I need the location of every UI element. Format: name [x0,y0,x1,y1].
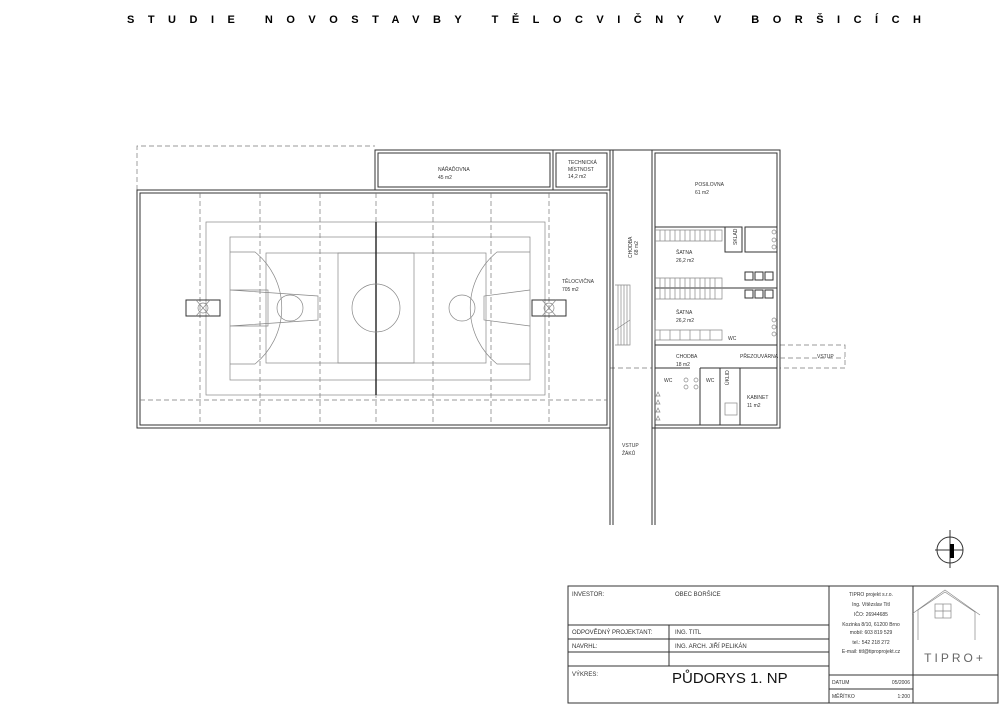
room-label-vstup: VSTUP [817,354,834,360]
tipro-logo-icon: TIPRO+ [911,589,986,665]
room-area-posilovna: 61 m2 [695,190,709,196]
room-label-wc-1: WC [664,378,673,384]
title-block [567,585,999,704]
projektant-label: ODPOVĚDNÝ PROJEKTANT: [572,628,653,636]
company-line: IČO: 26944685 [854,611,888,618]
room-label-chodba-68: CHODBA [628,236,634,258]
room-label-wc-3: WC [728,336,737,342]
basketball-court [185,221,567,396]
room-label-telocvicna: TĚLOCVIČNA [562,277,595,285]
room-label-satna-1: ŠATNA [676,249,693,256]
room-label-chodba-18: CHODBA [676,354,698,360]
company-line: E-mail: titl@tiproprojekt.cz [842,649,901,655]
vykres-label: VÝKRES: [572,671,598,678]
north-arrow-icon [935,530,964,568]
room-label-sklad: SKLAD [733,228,739,245]
drawing-title: STUDIE NOVOSTAVBY TĚLOCVIČNY V BORŠICÍCH [127,13,935,26]
room-label-naradovna: NÁŘAĎOVNA [438,165,470,173]
room-label-vstup-zaku: VSTUP [622,443,639,449]
facilities-block [651,149,845,429]
navrhl-label: NAVRHL: [572,644,598,650]
room-area-satna-1: 26,2 m2 [676,258,694,264]
room-label-satna-2: ŠATNA [676,309,693,316]
vykres-value: PŮDORYS 1. NP [672,669,788,687]
room-area-technicka: 14,2 m2 [568,174,586,180]
basket-right-icon [531,299,567,317]
room-label-wc-2: WC [706,378,715,384]
navrhl-value: ING. ARCH. JIŘÍ PELIKÁN [675,642,747,650]
room-label-prezouvarna: PŘEZOUVÁRNA [740,352,779,360]
investor-value: OBEC BORŠICE [675,591,721,598]
basket-left-icon [185,299,221,317]
projektant-value: ING. TITL [675,630,702,636]
room-label-vstup-zaku-2: ŽÁKŮ [622,449,636,457]
room-label-technicka-2: MÍSTNOST [568,166,594,173]
toilet-icons [655,229,777,421]
company-line: tel.: 542 218 272 [852,640,889,646]
company-line: mobil: 603 819 529 [850,630,893,636]
shower-icons [744,271,774,299]
room-area-kabinet: 11 m2 [747,403,761,409]
meritko-value: 1:200 [897,694,910,700]
meritko-label: MĚŘÍTKO [832,692,855,700]
gym-hall [136,189,611,429]
room-label-uklid: ÚKLID [724,370,731,385]
company-line: Kozinka 8/10, 61200 Brno [842,622,900,628]
company-line: TIPRO projekt s.r.o. [849,592,893,598]
company-line: Ing. Vítězslav Titl [852,602,890,608]
room-label-kabinet: KABINET [747,395,768,401]
room-area-satna-2: 26,2 m2 [676,318,694,324]
investor-label: INVESTOR: [572,592,605,598]
main-corridor [609,149,780,525]
logo-text: TIPRO+ [924,651,986,665]
room-label-technicka: TECHNICKÁ [568,159,598,166]
room-label-posilovna: POSILOVNA [695,182,725,188]
datum-value: 05/2006 [892,680,910,686]
datum-label: DATUM [832,680,849,686]
room-area-chodba-18: 18 m2 [676,362,690,368]
room-area-naradovna: 45 m2 [438,175,452,181]
room-area-telocvicna: 705 m2 [562,287,579,293]
storage-rooms [374,149,611,191]
room-area-chodba-68: 68 m2 [634,241,640,255]
